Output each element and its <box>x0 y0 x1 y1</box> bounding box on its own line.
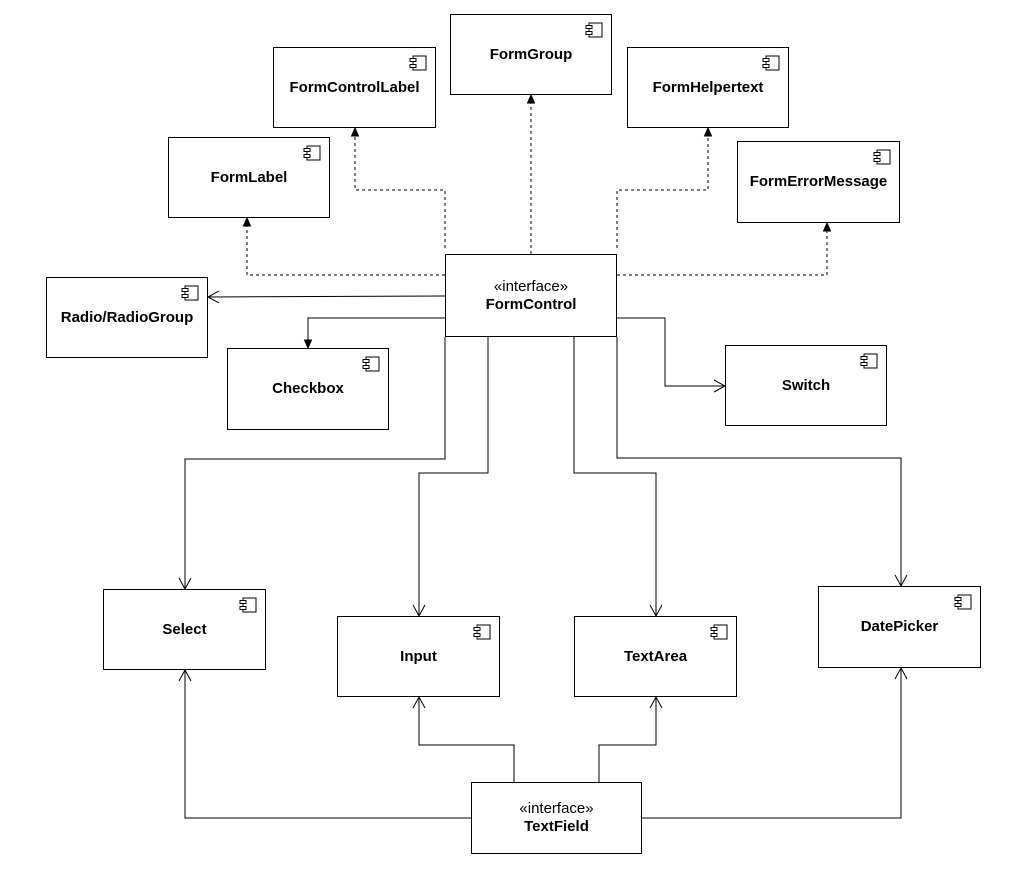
component-icon <box>473 624 491 640</box>
node-name: Select <box>162 620 207 638</box>
component-icon <box>239 597 257 613</box>
input-node[interactable]: Input <box>337 616 500 697</box>
edge-line <box>354 128 446 248</box>
edge-formcontrol-to-checkbox <box>303 317 445 350</box>
node-name: FormGroup <box>489 45 573 63</box>
datepicker-node[interactable]: DatePicker <box>818 586 981 668</box>
node-name: Radio/RadioGroup <box>60 308 194 326</box>
edge-line <box>617 317 725 387</box>
edge-formcontrol-to-radio <box>206 290 446 304</box>
arrowhead <box>703 126 713 137</box>
arrowhead <box>178 668 192 682</box>
formgroup-node[interactable]: FormGroup <box>450 14 612 95</box>
node-name: Checkbox <box>272 380 344 397</box>
arrowhead <box>894 666 908 680</box>
edge-formcontrol-to-formerrormessage <box>617 221 832 276</box>
formlabel-node[interactable]: FormLabel <box>168 137 330 218</box>
textarea-node[interactable]: TextArea <box>574 616 737 697</box>
component-icon <box>303 145 321 161</box>
radio-radiogroup-node[interactable]: Radio/RadioGroup <box>46 277 208 358</box>
component-icon <box>860 353 878 369</box>
edge-textfield-to-select <box>178 668 471 819</box>
formerrormessage-node[interactable]: FormErrorMessage <box>737 141 900 223</box>
node-name: FormControl <box>485 295 577 313</box>
component-icon <box>181 285 199 301</box>
edge-formcontrol-to-input <box>412 337 489 618</box>
edge-line <box>418 337 489 616</box>
node-name: Switch <box>781 376 831 394</box>
edge-line <box>616 128 709 248</box>
edge-line <box>307 317 445 348</box>
edge-formcontrol-to-switch <box>617 317 727 393</box>
arrowhead <box>649 695 663 709</box>
edge-line <box>598 697 657 782</box>
formhelpertext-node[interactable]: FormHelpertext <box>627 47 789 128</box>
edge-textfield-to-textarea <box>598 695 663 782</box>
checkbox-node[interactable]: Checkbox <box>227 348 389 430</box>
formcontrol-interface-node[interactable]: «interface» FormControl <box>445 254 617 337</box>
edge-formcontrol-to-formhelpertext <box>616 126 713 248</box>
edge-line <box>246 218 445 276</box>
arrowhead <box>526 93 536 104</box>
node-name: TextArea <box>623 647 688 665</box>
arrowhead <box>412 695 426 709</box>
switch-node[interactable]: Switch <box>725 345 887 426</box>
edge-textfield-to-input <box>412 695 515 782</box>
node-name: TextField <box>524 818 589 835</box>
node-stereotype: «interface» <box>493 277 569 295</box>
arrowhead <box>242 216 252 227</box>
arrowhead <box>303 339 313 350</box>
node-name: FormLabel <box>210 168 288 186</box>
node-name: FormHelpertext <box>652 78 764 96</box>
edge-line <box>184 670 471 819</box>
select-node[interactable]: Select <box>103 589 266 670</box>
arrowhead <box>822 221 832 232</box>
component-icon <box>762 55 780 71</box>
node-name: FormControlLabel <box>289 78 420 96</box>
component-icon <box>362 356 380 372</box>
component-icon <box>409 55 427 71</box>
component-icon <box>954 594 972 610</box>
component-icon <box>873 149 891 165</box>
component-icon <box>710 624 728 640</box>
component-icon <box>585 22 603 38</box>
formcontrollabel-node[interactable]: FormControlLabel <box>273 47 436 128</box>
edge-line <box>418 697 515 782</box>
edge-formcontrol-to-formcontrollabel <box>350 126 446 248</box>
arrowhead <box>350 126 360 137</box>
edge-line <box>616 337 902 586</box>
edge-line <box>207 295 446 298</box>
arrowhead <box>206 290 220 304</box>
node-name: Input <box>400 647 437 665</box>
edge-line <box>184 337 446 589</box>
edge-formcontrol-to-formgroup <box>526 93 536 254</box>
edge-line <box>642 668 902 819</box>
edge-textfield-to-datepicker <box>642 666 908 819</box>
edge-formcontrol-to-formlabel <box>242 216 445 276</box>
edge-formcontrol-to-textarea <box>573 337 663 618</box>
textfield-interface-node[interactable]: «interface» TextField <box>471 782 642 854</box>
node-stereotype: «interface» <box>519 800 594 817</box>
edge-line <box>573 337 657 616</box>
node-name: FormErrorMessage <box>749 173 888 190</box>
node-name: DatePicker <box>860 618 939 635</box>
edge-line <box>617 223 828 276</box>
